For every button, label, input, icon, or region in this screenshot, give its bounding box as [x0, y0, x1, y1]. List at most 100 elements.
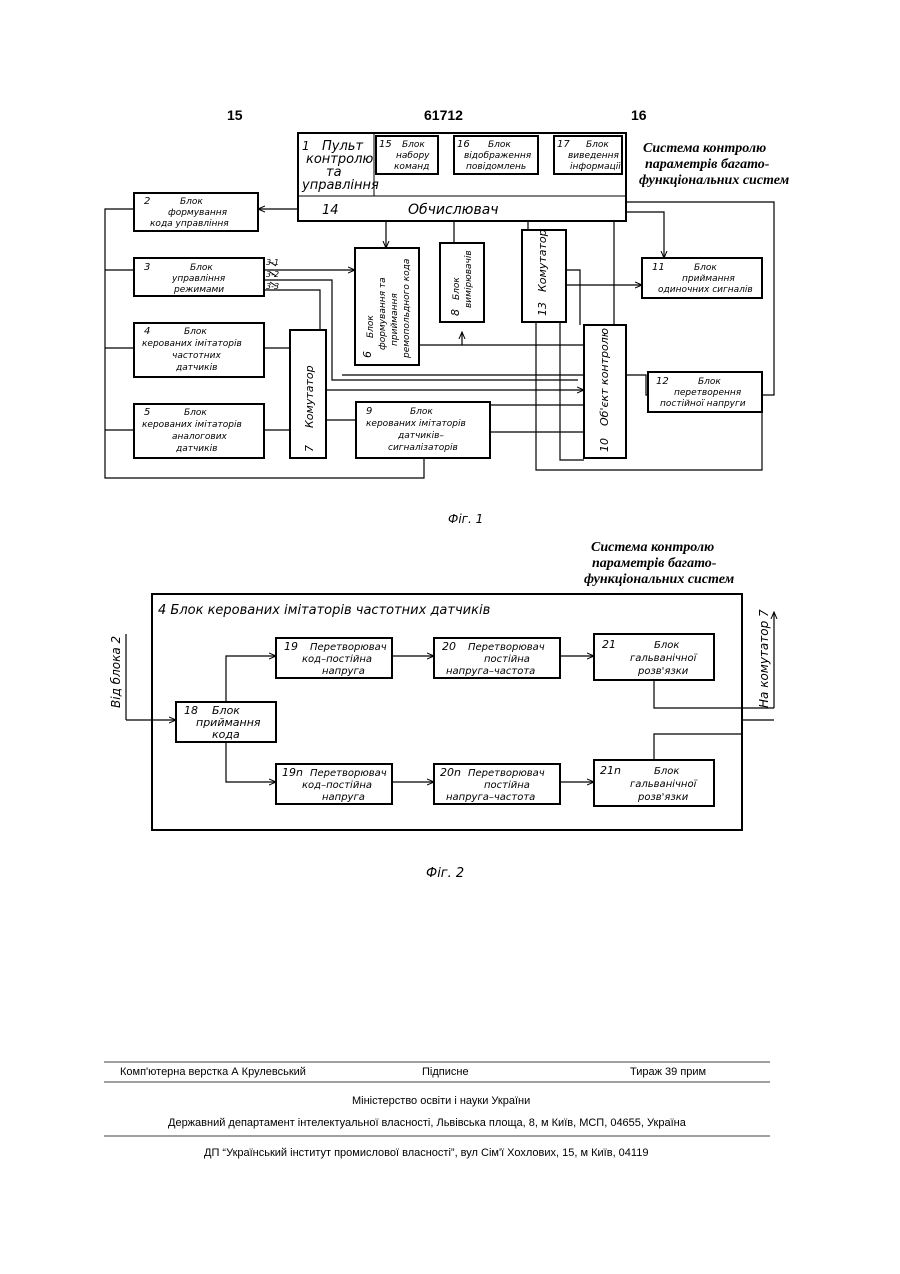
block17-line3: інформації	[570, 162, 622, 172]
block3-line2: управління	[171, 274, 226, 284]
block6-line1: Блок	[366, 315, 376, 338]
fig2-title-line3: функціональних систем	[584, 572, 735, 587]
block18-line3: кода	[212, 728, 240, 741]
block19-line1: Перетворювач	[310, 642, 387, 653]
block21n-line1: Блок	[654, 766, 679, 777]
block20n-line1: Перетворювач	[468, 768, 545, 779]
figure-2: Система контролю параметрів багато- функ…	[109, 540, 774, 881]
fig2-title-line2: параметрів багато-	[592, 556, 717, 571]
footer-ministry: Міністерство освіти і науки України	[352, 1095, 530, 1107]
block16-line2: відображення	[464, 151, 532, 161]
block15-line2: набору	[396, 151, 430, 161]
block14-label: Обчислювач	[408, 202, 499, 218]
block12-line3: постійної напруги	[660, 399, 746, 409]
block9-line1: Блок	[410, 407, 433, 417]
footer-department: Державний департамент інтелектуальної вл…	[168, 1117, 687, 1129]
block13-num: 13	[536, 302, 549, 316]
block5-line4: датчиків	[175, 444, 217, 454]
fig2-title-line1: Система контролю	[591, 540, 714, 555]
block20-line2: постійна	[484, 653, 530, 665]
document-number: 61712	[424, 107, 463, 123]
block19n-num: 19n	[282, 766, 303, 779]
block3-num: 3	[144, 262, 150, 273]
block3-output-1: 3-1	[266, 258, 279, 267]
block19-line2: код–постійна	[302, 653, 372, 665]
block1-line4: управління	[301, 178, 379, 193]
block10-label: Об'єкт контролю	[598, 328, 611, 426]
block15-line3: команд	[394, 162, 429, 172]
block1-num: 1	[302, 139, 310, 153]
block8-line1: Блок	[452, 277, 462, 300]
block11-num: 11	[652, 262, 665, 273]
block21n-line3: розв'язки	[637, 792, 689, 803]
block3-output-2: 3-2	[266, 270, 279, 279]
block13-label: Комутатор	[536, 229, 549, 292]
block10-num: 10	[598, 438, 611, 452]
fig1-caption: Фіг. 1	[448, 512, 483, 526]
block5-line1: Блок	[184, 408, 207, 418]
block20n-line3: напруга–частота	[446, 792, 535, 803]
block20-line3: напруга–частота	[446, 666, 535, 677]
block16-line3: повідомлень	[466, 162, 526, 172]
block21-line2: гальванічної	[630, 652, 698, 664]
footer-institute: ДП “Український інститут промислової вла…	[204, 1147, 648, 1159]
block11-line3: одиночних сигналів	[658, 285, 753, 295]
fig2-frame-label: 4 Блок керованих імітаторів частотних да…	[158, 603, 490, 618]
block21-num: 21	[602, 638, 616, 651]
block20n-line2: постійна	[484, 779, 530, 791]
fig2-left-input-label: Від блока 2	[109, 636, 123, 708]
block2-num: 2	[144, 196, 150, 207]
block11-line2: приймання	[682, 274, 735, 284]
block15-line1: Блок	[402, 140, 425, 150]
block5-num: 5	[144, 407, 150, 418]
block8-num: 8	[449, 309, 462, 316]
block19-line3: напруга	[322, 666, 365, 677]
block21-line3: розв'язки	[637, 666, 689, 677]
block4-line2: керованих імітаторів	[142, 339, 242, 349]
block9-num: 9	[366, 406, 372, 417]
footer-signed: Підписне	[422, 1066, 469, 1078]
fig1-title-line2: параметрів багато-	[645, 157, 770, 172]
block2-line1: Блок	[180, 197, 203, 207]
block21n-num: 21n	[600, 764, 621, 777]
block7-label: Комутатор	[303, 365, 316, 428]
block17-line1: Блок	[586, 140, 609, 150]
block12-num: 12	[656, 376, 669, 387]
block4-line1: Блок	[184, 327, 207, 337]
fig2-right-output-label: На комутатор 7	[757, 609, 771, 708]
block6-line3: приймання	[390, 293, 400, 346]
block20-num: 20	[442, 640, 456, 653]
block19n-line3: напруга	[322, 792, 365, 803]
block3-output-3: 3-3	[266, 282, 279, 291]
block21n-line2: гальванічної	[630, 778, 698, 790]
block2-line2: формування	[168, 208, 228, 218]
fig1-title-line3: функціональних систем	[639, 173, 790, 188]
footer-composer: Комп'ютерна верстка А Крулевський	[120, 1066, 306, 1078]
block17-num: 17	[557, 139, 570, 150]
block16-num: 16	[457, 139, 470, 150]
block7-num: 7	[303, 445, 316, 452]
imprint-footer: Комп'ютерна верстка А Крулевський Підпис…	[104, 1062, 770, 1159]
block8-line2: вимірювачів	[464, 250, 474, 308]
block9-line4: сигналізаторів	[388, 443, 458, 453]
block17-line2: виведення	[568, 151, 620, 161]
block12-line2: перетворення	[674, 388, 742, 398]
block20-line1: Перетворювач	[468, 642, 545, 653]
block5-line2: керованих імітаторів	[142, 420, 242, 430]
block3-line3: режимами	[173, 285, 224, 295]
block19-num: 19	[284, 640, 298, 653]
fig1-title-line1: Система контролю	[643, 141, 766, 156]
figure-1: Система контролю параметрів багато- функ…	[105, 133, 790, 526]
block21-line1: Блок	[654, 640, 679, 651]
footer-circulation: Тираж 39 прим	[630, 1066, 706, 1078]
block20n-num: 20n	[440, 766, 461, 779]
block4-line3: частотних	[172, 351, 222, 361]
block6-line2: формування та	[378, 277, 388, 350]
block19n-line1: Перетворювач	[310, 768, 387, 779]
block6-line4: ремопольдного кода	[402, 259, 412, 359]
left-page-number: 15	[227, 107, 243, 123]
block15-num: 15	[379, 139, 392, 150]
block11-line1: Блок	[694, 263, 717, 273]
